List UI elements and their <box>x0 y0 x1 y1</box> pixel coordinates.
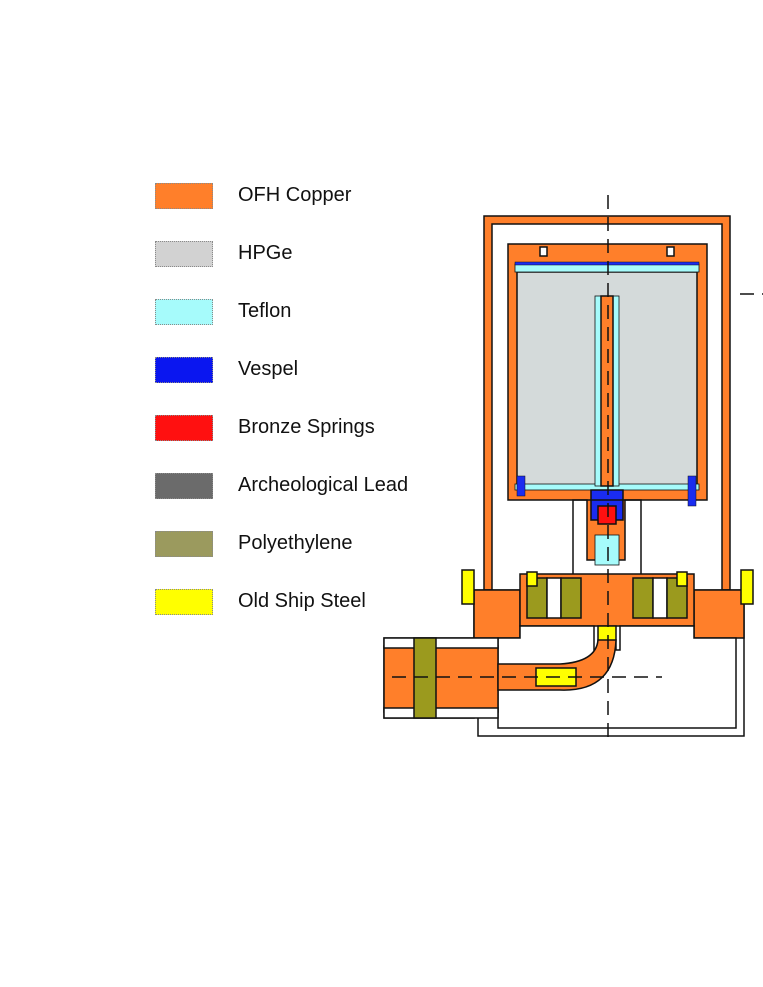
legend-label: OFH Copper <box>238 184 352 206</box>
side-arm-outer <box>383 645 499 713</box>
old-ship-steel-swatch <box>155 589 213 615</box>
poly-insert-3 <box>632 577 654 619</box>
flange-left <box>473 589 521 639</box>
bolt-right <box>740 569 754 605</box>
side-arm-poly <box>413 637 437 719</box>
bolt-mid-right <box>676 571 688 587</box>
vespel-swatch <box>155 357 213 383</box>
legend-item-archeological-lead: Archeological Lead <box>155 473 455 501</box>
teflon-swatch <box>155 299 213 325</box>
slot-right <box>666 246 675 257</box>
flange-right <box>693 589 745 639</box>
bronze-springs-swatch <box>155 415 213 441</box>
legend-label: HPGe <box>238 242 293 264</box>
legend-label: Archeological Lead <box>238 474 409 496</box>
materials-legend: OFH Copper HPGe Teflon Vespel Bronze Spr… <box>0 0 440 640</box>
bolt-left <box>461 569 475 605</box>
legend-label: Teflon <box>238 300 292 322</box>
legend-item-hpge: HPGe <box>155 241 455 269</box>
legend-item-polyethylene: Polyethylene <box>155 531 455 559</box>
vespel-holder-right <box>687 475 697 507</box>
legend-item-old-ship-steel: Old Ship Steel <box>155 589 455 617</box>
legend-item-bronze-springs: Bronze Springs <box>155 415 455 443</box>
bronze-springs <box>597 505 617 525</box>
central-bore-copper <box>600 295 614 487</box>
legend-label: Polyethylene <box>238 532 353 554</box>
polyethylene-swatch <box>155 531 213 557</box>
legend-label: Bronze Springs <box>238 416 375 438</box>
bolt-mid-left <box>526 571 538 587</box>
teflon-neck <box>594 534 620 566</box>
vespel-ring-top <box>514 261 700 266</box>
legend-item-teflon: Teflon <box>155 299 455 327</box>
side-arm-top-gap <box>383 637 499 649</box>
steel-gap-1 <box>546 577 562 619</box>
steel-gap-2 <box>652 577 668 619</box>
legend-item-vespel: Vespel <box>155 357 455 385</box>
archeological-lead-swatch <box>155 473 213 499</box>
poly-insert-2 <box>560 577 582 619</box>
legend-label: Vespel <box>238 358 299 380</box>
hpge-swatch <box>155 241 213 267</box>
legend-item-ofh-copper: OFH Copper <box>155 183 455 211</box>
side-arm-bottom-gap <box>383 707 499 719</box>
ofh-copper-swatch <box>155 183 213 209</box>
slot-left <box>539 246 548 257</box>
legend-label: Old Ship Steel <box>238 590 366 612</box>
vespel-holder-left <box>516 475 526 497</box>
